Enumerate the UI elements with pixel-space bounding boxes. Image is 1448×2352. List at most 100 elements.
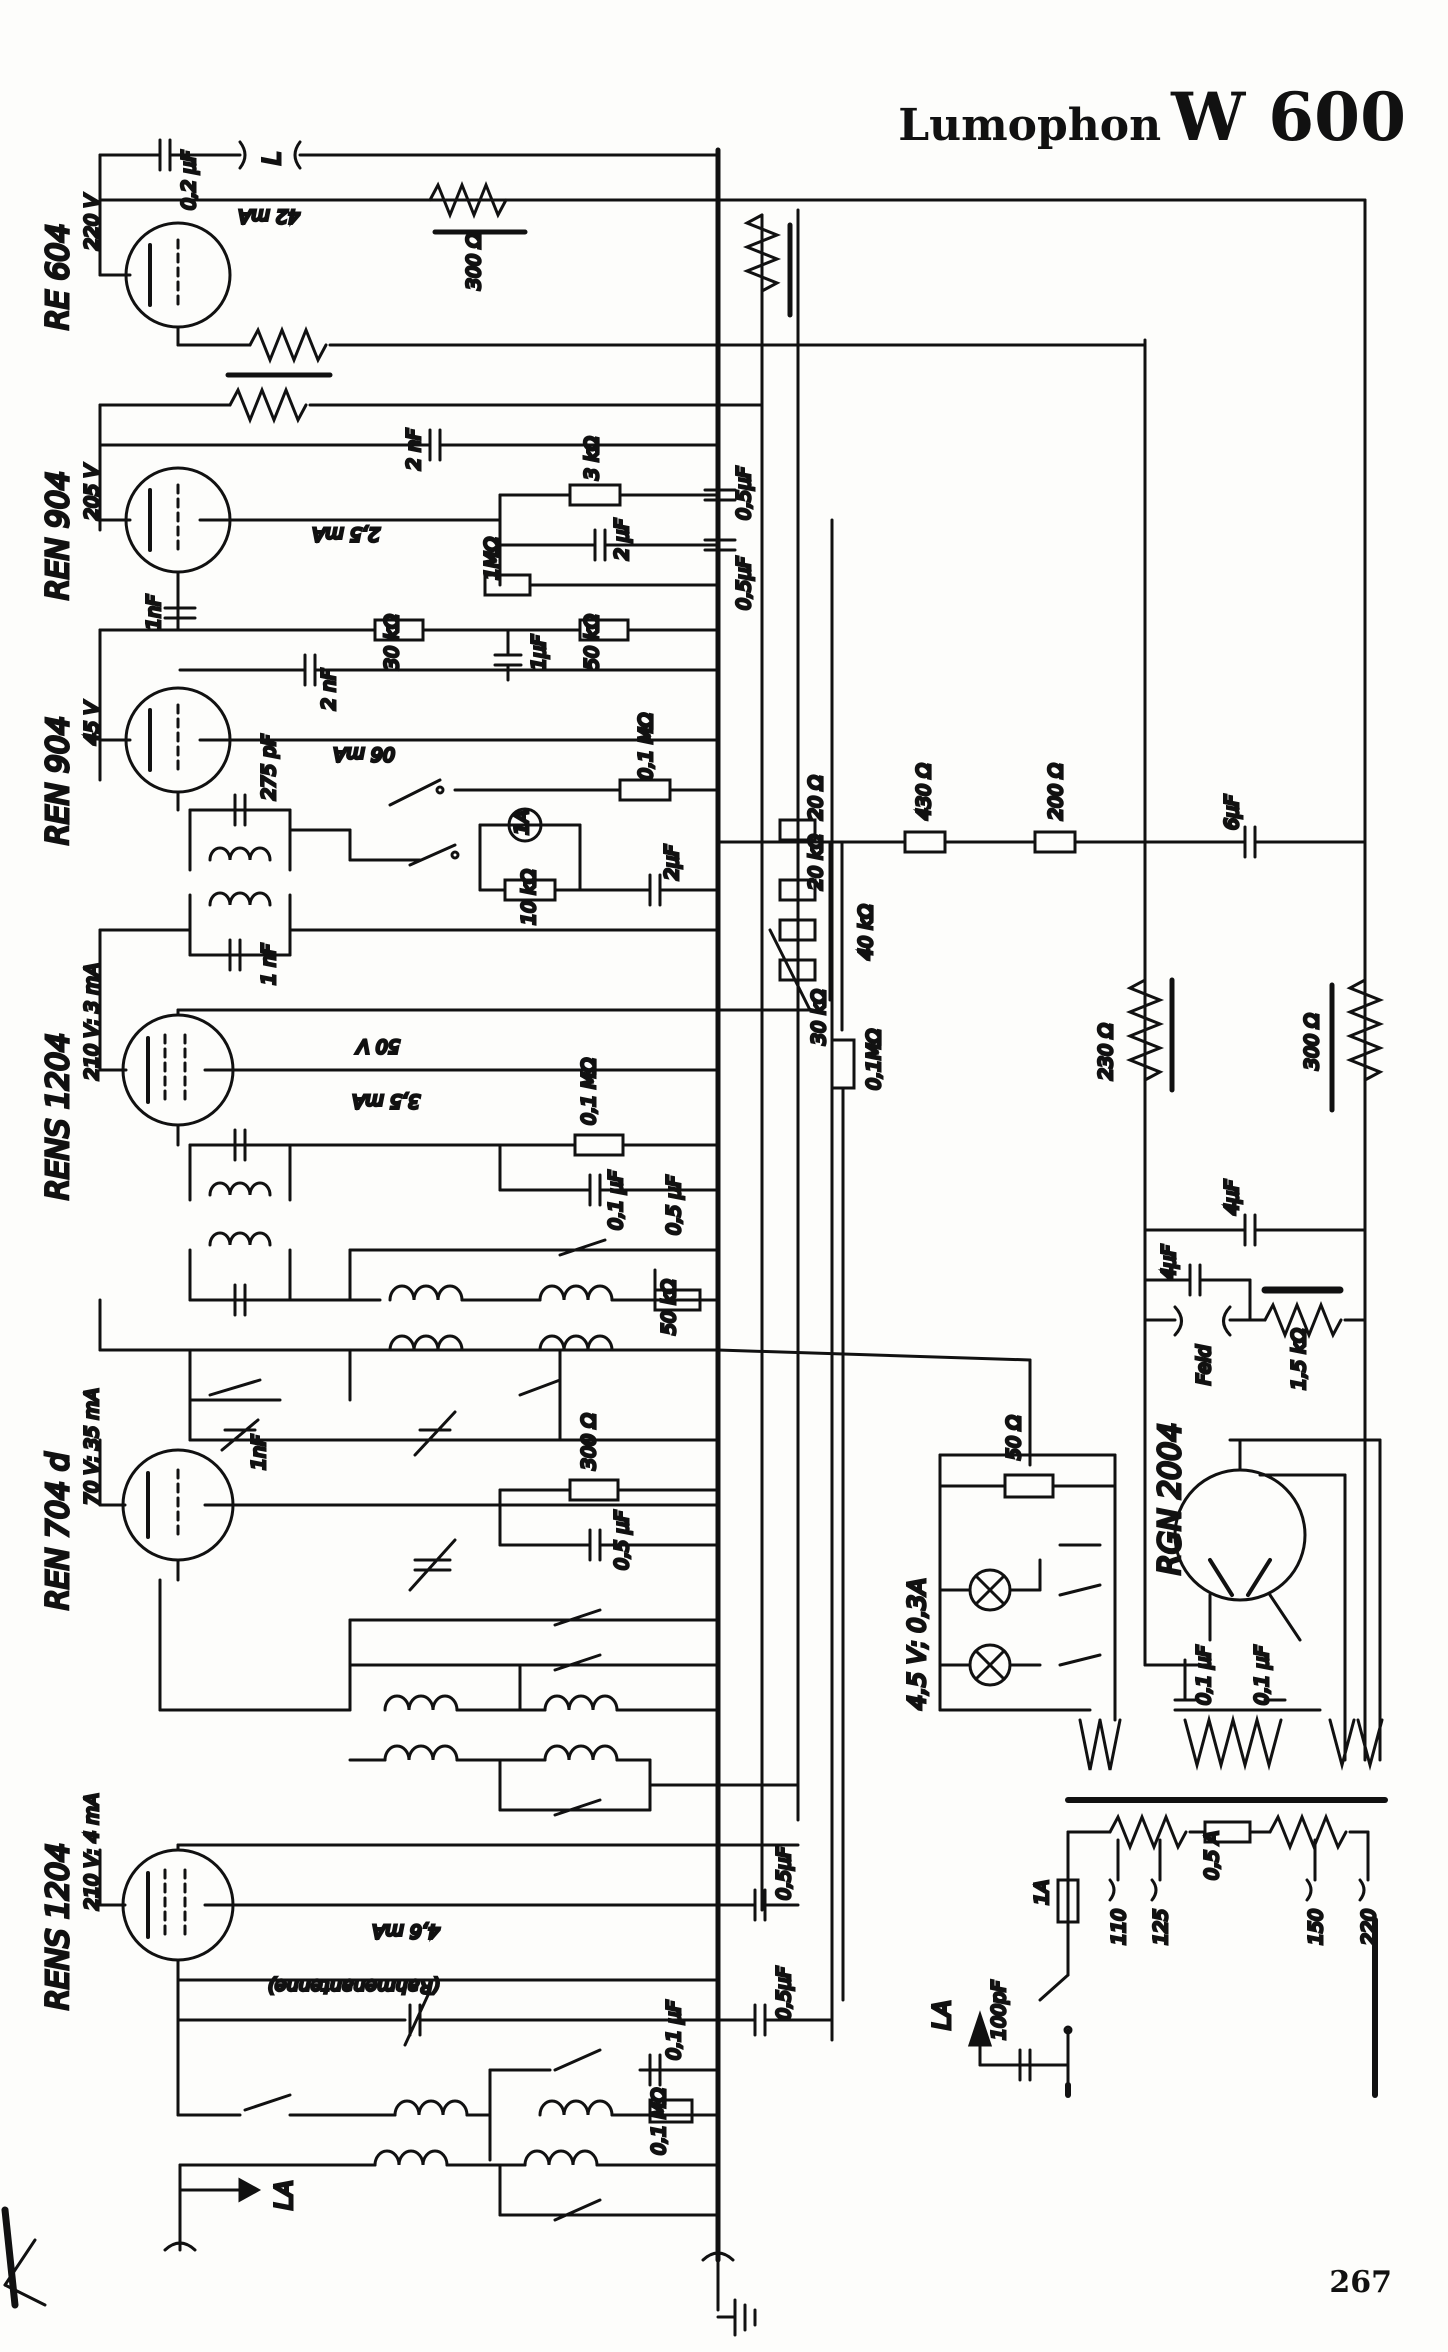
rc-group-c: [498, 1478, 720, 1562]
label-20k: 20 kΩ: [805, 834, 827, 890]
tube-label-3: REN 904: [41, 716, 76, 845]
switch-group-a: [348, 778, 720, 907]
tube-rens1204-b: [98, 1843, 800, 1982]
tube-label-2: REN 904: [41, 471, 76, 600]
tube-ren904-b: [98, 686, 720, 812]
capacitors-bus-05uf: [703, 488, 737, 552]
label-1nf-b: 1 nF: [258, 943, 280, 985]
tube-current-3: 06 mA: [333, 743, 395, 765]
mains-switch: [967, 1917, 1378, 2098]
label-1m: 1MΩ: [481, 537, 503, 580]
label-01m-d: 0,1 MΩ: [648, 2087, 670, 2155]
label-la-left: LA: [270, 2180, 298, 2210]
tube-rens1204-a: [98, 928, 802, 1147]
label-rahmenantenne: (Rahmenantenne): [267, 1975, 440, 1997]
label-6uf: 6µF: [1221, 794, 1243, 830]
model-name: W 600: [1171, 78, 1406, 156]
tube-re604: [98, 221, 232, 347]
label-30k: 30 kΩ: [381, 614, 403, 670]
label-05uf-d: 0,5 µF: [611, 1510, 633, 1570]
tube-current-4: 3,5 mA: [352, 1090, 420, 1112]
label-lamps: 4,5 V; 0,3A: [903, 1578, 931, 1710]
page-number: 267: [1329, 2265, 1392, 2300]
tube-voltage-2: 205 V: [81, 463, 103, 520]
capacitor-02uf: [98, 138, 720, 172]
label-tap-125: 125: [1150, 1909, 1172, 1945]
capacitor-2nf: [98, 428, 720, 462]
bus-lines: [98, 147, 1367, 2263]
label-01uf: 0,1 µF: [605, 1170, 627, 1230]
transformer: [1056, 1797, 1388, 1977]
label-fuse-1a-b: 1A: [1031, 1880, 1053, 1905]
label-3k: 3 kΩ: [581, 436, 603, 480]
label-430: 430 Ω: [913, 763, 935, 820]
tube-voltage-5: 70 V; 35 mA: [81, 1388, 103, 1505]
tube-voltage-6: 210 V; 4 mA: [81, 1793, 103, 1910]
resistor-230-300: [1125, 977, 1385, 1113]
label-100pf: 100pF: [988, 1980, 1010, 2040]
resistor-300-top: [428, 180, 528, 235]
label-01uf-b: 0,1 µF: [1193, 1645, 1215, 1705]
resistor-30k-50k: [98, 618, 720, 682]
tube-label-1: RE 604: [41, 223, 76, 330]
tone-network: [898, 825, 1367, 859]
label-50k: 50 kΩ: [581, 614, 603, 670]
label-01uf-d: 0,1 µF: [663, 2000, 685, 2060]
label-feld: Feld: [1193, 1344, 1215, 1385]
label-tap-110: 110: [1108, 1909, 1130, 1945]
label-fuse-1a: 1A: [511, 810, 533, 835]
label-05uf-e: 0,5µF: [773, 1846, 795, 1900]
rectifier-rgn2004: [1143, 1438, 1384, 1771]
tube-label-4: RENS 1204: [41, 1033, 76, 1200]
pilot-lamps: [716, 1348, 1122, 1771]
label-05uf-a: 0,5µF: [733, 466, 755, 520]
rectifier-label: RGN 2004: [1153, 1423, 1188, 1575]
label-2nf-b: 2 nF: [318, 668, 340, 710]
tube-extra-4: 50 V: [355, 1035, 400, 1057]
tube-current-1: 42 mA: [238, 205, 300, 227]
resistor-chain-pot: [716, 818, 902, 2002]
label-230: 230 Ω: [1095, 1023, 1117, 1080]
frame-antenna: [176, 1978, 720, 2047]
ground-symbol: [701, 2251, 757, 2337]
label-2uf-b: 2µF: [661, 844, 683, 880]
switch-bank-lower: [348, 1608, 800, 1817]
capacitors-bus-lower: [716, 1888, 834, 2037]
label-30k-pot: 30 kΩ: [808, 989, 830, 1045]
coil-pair-b: [188, 1128, 502, 1317]
label-2nf: 2 nF: [403, 428, 425, 470]
tube-current-6: 4,6 mA: [372, 1920, 440, 1942]
tube-label-5: REN 704 d: [41, 1451, 76, 1610]
coil-pair-275pf: [98, 793, 720, 972]
label-300-b: 300 Ω: [1301, 1013, 1323, 1070]
label-50: 50 Ω: [1003, 1415, 1025, 1460]
brand-name: Lumophon: [898, 100, 1162, 151]
label-4uf-a: 4µF: [1221, 1179, 1243, 1215]
label-01uf-c: 0,1 µF: [1251, 1645, 1273, 1705]
label-c02: 0,2 µF: [178, 150, 200, 210]
label-20: 20 Ω: [805, 775, 827, 820]
label-4uf-b: 4µF: [1158, 1244, 1180, 1280]
label-1nf: 1nF: [143, 594, 165, 630]
label-01m-a: 0,1 MΩ: [635, 712, 657, 780]
power-filter: [1143, 1213, 1367, 1340]
tube-current-2: 2,5 mA: [312, 523, 380, 545]
tube-voltage-4: 210 V; 3 mA: [81, 963, 103, 1080]
label-fuse-05a: 0,5 A: [1201, 1831, 1223, 1880]
label-1nf-c: 1nF: [248, 1434, 270, 1470]
label-05uf-b: 0,5µF: [733, 556, 755, 610]
label-05uf-c: 0,5 µF: [663, 1175, 685, 1235]
label-05uf-f: 0,5µF: [773, 1966, 795, 2020]
label-300-c: 300 Ω: [578, 1413, 600, 1470]
label-r300: 300 Ω: [463, 233, 485, 290]
input-coils: [176, 2018, 720, 2222]
label-l: L: [258, 152, 286, 165]
antenna-input: [1, 2163, 262, 2309]
label-2uf: 2 µF: [611, 518, 633, 560]
label-275pf: 275 pF: [258, 734, 280, 800]
label-la-right: LA: [928, 2000, 956, 2030]
label-01m-c: 0,1 MΩ: [578, 1057, 600, 1125]
resistor-3k: [483, 483, 720, 597]
